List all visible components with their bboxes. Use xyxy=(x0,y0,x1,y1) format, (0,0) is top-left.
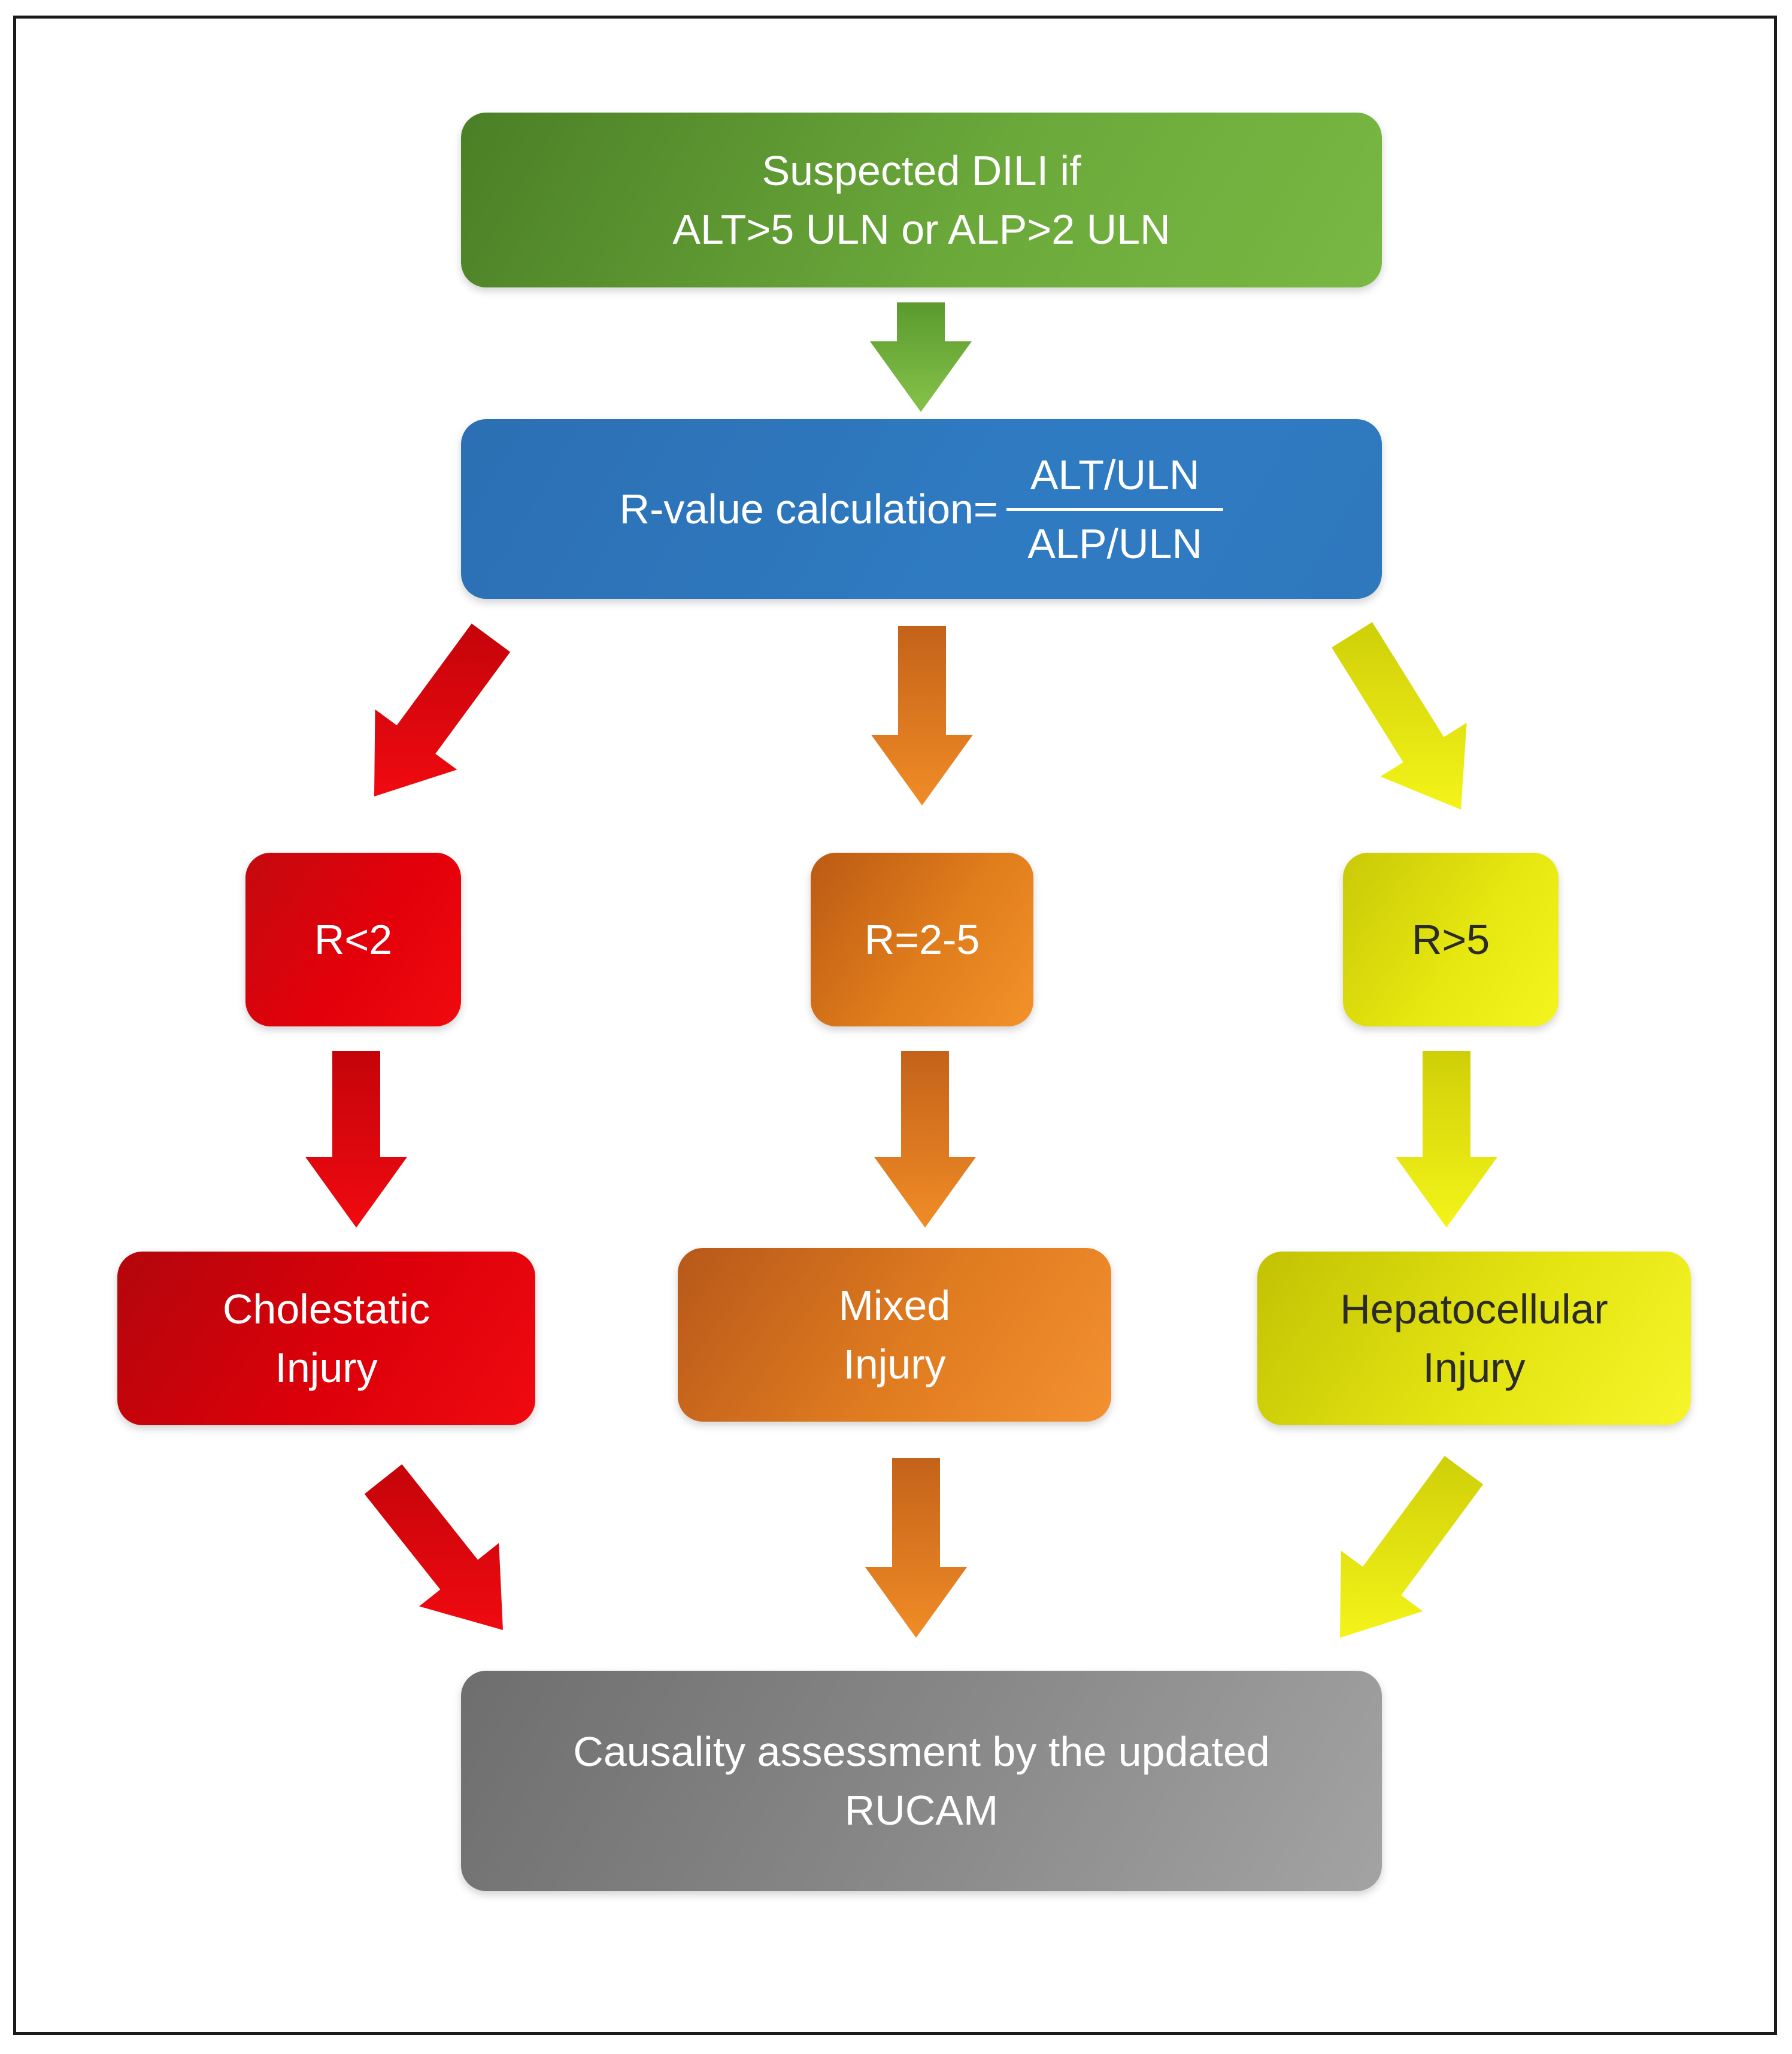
causality-assessment-line-1: Causality assessment by the updated xyxy=(573,1728,1270,1775)
arrow-rcalc-to-r-high xyxy=(1332,622,1467,810)
suspected-dili-line-1: Suspected DILI if xyxy=(762,147,1081,194)
r-value-numerator: ALT/ULN xyxy=(1006,446,1224,511)
hepatocellular-injury-line-1: Hepatocellular xyxy=(1340,1286,1608,1332)
mixed-injury-box: Mixed Injury xyxy=(678,1248,1111,1422)
arrow-r-low-to-chol xyxy=(305,1051,407,1228)
arrow-start-to-rcalc xyxy=(870,302,972,412)
causality-assessment-line-2: RUCAM xyxy=(844,1787,999,1834)
arrow-rcalc-to-r-mid xyxy=(871,626,973,805)
causality-assessment-box: Causality assessment by the updated RUCA… xyxy=(461,1671,1382,1891)
r-value-denominator: ALP/ULN xyxy=(1027,520,1203,567)
r-value-label: R-value calculation= xyxy=(619,486,998,532)
mixed-injury-line-2: Injury xyxy=(843,1341,946,1387)
arrow-rcalc-to-r-low xyxy=(374,623,511,796)
arrow-chol-to-final xyxy=(364,1464,503,1630)
suspected-dili-line-2: ALT>5 ULN or ALP>2 ULN xyxy=(672,206,1171,253)
hepatocellular-injury-line-2: Injury xyxy=(1423,1344,1526,1391)
mixed-injury-line-1: Mixed xyxy=(838,1282,951,1329)
arrow-hep-to-final xyxy=(1340,1456,1484,1638)
cholestatic-injury-line-2: Injury xyxy=(275,1344,378,1391)
arrow-mixed-to-final xyxy=(865,1458,967,1638)
r-value-fraction: ALT/ULN ALP/ULN xyxy=(1006,446,1224,573)
range-box-r-greater-5: R>5 xyxy=(1343,853,1558,1026)
hepatocellular-injury-box: Hepatocellular Injury xyxy=(1257,1252,1691,1425)
cholestatic-injury-box: Cholestatic Injury xyxy=(117,1252,535,1425)
cholestatic-injury-line-1: Cholestatic xyxy=(222,1286,430,1332)
range-label-r-less-2: R<2 xyxy=(314,916,393,963)
range-box-r-2-5: R=2-5 xyxy=(811,853,1033,1026)
range-box-r-less-2: R<2 xyxy=(245,853,461,1026)
range-label-r-2-5: R=2-5 xyxy=(864,916,980,963)
range-label-r-greater-5: R>5 xyxy=(1411,916,1490,963)
arrow-r-mid-to-mixed xyxy=(874,1051,976,1228)
arrow-r-high-to-hep xyxy=(1396,1051,1497,1228)
r-value-calculation-box: R-value calculation= ALT/ULN ALP/ULN xyxy=(461,419,1382,599)
suspected-dili-box: Suspected DILI if ALT>5 ULN or ALP>2 ULN xyxy=(461,113,1382,287)
